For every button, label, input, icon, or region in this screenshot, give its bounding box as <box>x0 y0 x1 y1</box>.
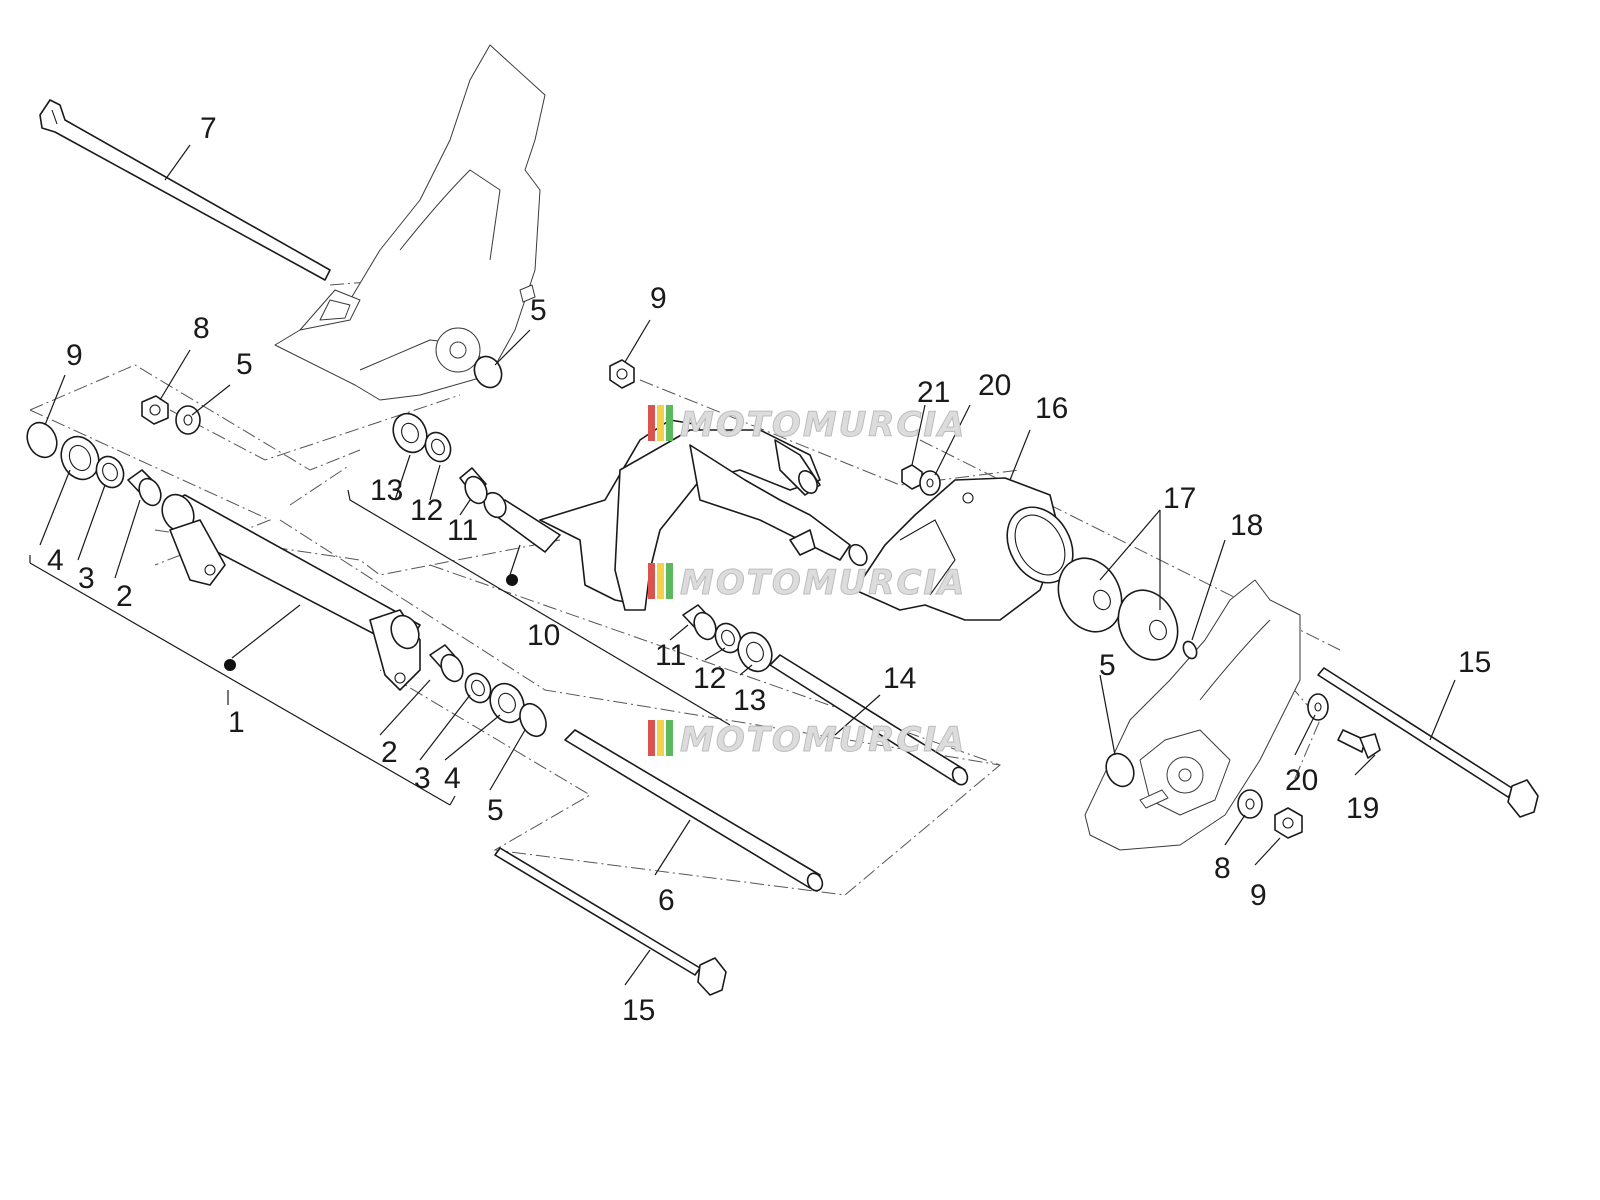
callout-label: 9 <box>650 282 667 315</box>
nut-lower-right <box>1274 807 1303 839</box>
watermark-stripe <box>666 563 673 599</box>
callout-label: 13 <box>733 684 766 717</box>
callout-label: 20 <box>978 369 1011 402</box>
callout-label: 4 <box>47 544 64 577</box>
callout-label: 17 <box>1163 482 1196 515</box>
callout-label: 5 <box>487 794 504 827</box>
nut-left <box>141 395 169 425</box>
assembly-dot-2 <box>506 574 518 586</box>
callout-label: 10 <box>527 619 560 652</box>
watermark-stripe <box>648 405 655 441</box>
watermark-text: MOTOMURCIA <box>680 563 966 603</box>
nut-upper <box>609 359 635 389</box>
o-ring-lower <box>1105 752 1135 788</box>
washer-lower-right <box>1237 789 1263 819</box>
bearing-right <box>464 672 492 704</box>
o-ring-left <box>26 421 58 459</box>
engine-bracket <box>854 477 1074 621</box>
callout-label: 8 <box>193 312 210 345</box>
seal-right <box>489 682 525 724</box>
seal-link-upper <box>392 412 428 454</box>
callout-label: 6 <box>658 884 675 917</box>
callout-label: 11 <box>447 514 478 547</box>
callout-label: 11 <box>655 639 686 672</box>
callout-label: 5 <box>236 348 253 381</box>
callout-label: 19 <box>1346 792 1379 825</box>
callout-label: 4 <box>444 762 461 795</box>
callout-label: 3 <box>78 562 95 595</box>
seal-left <box>60 435 100 481</box>
bearing-link-lower <box>714 622 742 654</box>
callout-label: 12 <box>410 494 443 527</box>
callout-label: 3 <box>414 762 431 795</box>
watermark-stripe <box>666 405 673 441</box>
watermark-stripe <box>657 720 664 756</box>
bearing-left <box>95 455 125 489</box>
watermark-text: MOTOMURCIA <box>680 720 966 760</box>
callout-label: 2 <box>381 736 398 769</box>
callout-label: 5 <box>530 294 547 327</box>
bushing-link-lower <box>682 604 717 641</box>
watermark: MOTOMURCIA <box>648 563 966 604</box>
callout-label: 2 <box>116 580 133 613</box>
callout-label: 13 <box>370 474 403 507</box>
leader-lines <box>29 144 1456 986</box>
bushing-left <box>127 469 162 507</box>
o-ring-right <box>519 702 547 738</box>
washer-left <box>175 405 201 435</box>
callout-label: 9 <box>1250 879 1267 912</box>
swingarm-link <box>483 419 868 611</box>
watermark-text: MOTOMURCIA <box>680 405 966 445</box>
pin-link <box>769 654 969 786</box>
callout-label: 9 <box>66 339 83 372</box>
callout-label: 21 <box>917 376 950 409</box>
o-ring-frame <box>473 355 503 389</box>
bushing-link-upper <box>459 467 488 505</box>
watermark-stripe <box>657 405 664 441</box>
frame-side-plate <box>1084 579 1301 851</box>
watermark-stripe <box>666 720 673 756</box>
nut-bracket <box>901 464 923 490</box>
frame-bracket <box>274 44 546 401</box>
watermark: MOTOMURCIA <box>648 720 966 761</box>
long-bolt <box>39 99 331 281</box>
bushing-right <box>429 644 464 683</box>
callout-labels: 7 5 9 8 5 4 3 2 1 2 3 4 5 6 15 9 13 12 1… <box>47 112 1491 1027</box>
callout-label: 12 <box>693 662 726 695</box>
watermark: MOTOMURCIA <box>648 405 966 446</box>
silentblock-2 <box>1117 589 1179 661</box>
pin-lower <box>564 729 824 892</box>
watermark-stripe <box>648 563 655 599</box>
seal-link-lower <box>737 631 773 673</box>
bolt-short <box>1337 729 1381 759</box>
callout-label: 1 <box>228 706 245 739</box>
washer-right <box>1307 693 1329 721</box>
assembly-dot-1 <box>224 659 236 671</box>
watermark-stripe <box>648 720 655 756</box>
bolt-right <box>1317 667 1539 818</box>
washer-bracket <box>919 470 941 496</box>
watermark-stripe <box>657 563 664 599</box>
silentblock-1 <box>1057 557 1123 633</box>
callout-label: 5 <box>1099 649 1116 682</box>
callout-label: 18 <box>1230 509 1263 542</box>
callout-label: 20 <box>1285 764 1318 797</box>
pivot-tube <box>161 493 421 691</box>
callout-label: 15 <box>622 994 655 1027</box>
callout-label: 7 <box>200 112 217 145</box>
callout-label: 16 <box>1035 392 1068 425</box>
callout-label: 15 <box>1458 646 1491 679</box>
circlip <box>1182 640 1198 660</box>
bolt-lower <box>494 847 727 996</box>
bearing-link-upper <box>424 431 452 463</box>
callout-label: 8 <box>1214 852 1231 885</box>
callout-label: 14 <box>883 662 916 695</box>
